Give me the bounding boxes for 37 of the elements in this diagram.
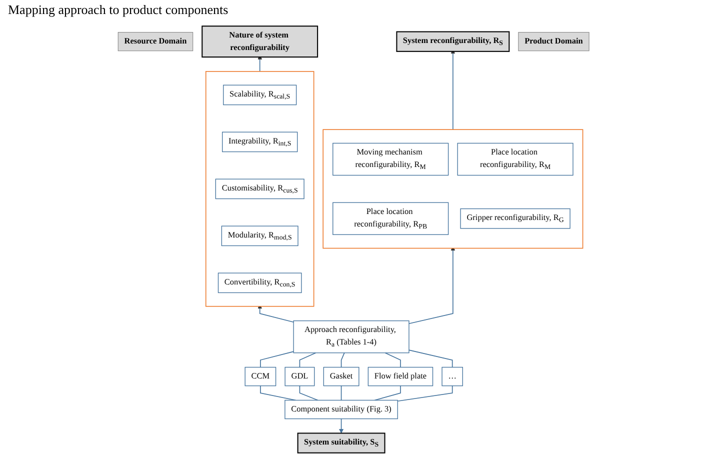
cluster [323,129,584,249]
note-text: Mapping approach to product components [8,2,228,18]
connector [408,350,454,368]
node-box: Gripper reconfigurability, R$_{G}$ [460,208,571,229]
node-box: … [442,366,464,386]
connector [374,385,402,401]
node-box: Flow field plate [368,366,434,386]
connector [341,352,346,368]
node-box: Integrability, R$_{int,S}$ [222,132,298,152]
arrow [339,418,344,434]
node-box: Gasket [324,366,360,386]
cluster [206,71,315,307]
connector [300,352,317,368]
node-box: Place location reconfigurability, R$_{PB}$ [332,202,450,235]
connector [300,385,319,401]
arrow [258,304,294,323]
node-box: Moving mechanism reconfigurability, R$_{M}$ [332,142,450,176]
node-box: Customisability, R$_{cus,S}$ [216,178,305,200]
node-box: Scalability, R$_{scal,S}$ [223,84,298,106]
connector [341,385,342,401]
node-box: Component suitability (Fig. 3) [285,400,398,420]
connector [260,385,297,401]
node-box: Modularity, R$_{mod,S}$ [222,226,299,246]
node-box: Approach reconfigurability, R$_{a}$ (Tables 1-4) [294,320,410,354]
node-box: Convertibility, R$_{con,S}$ [218,272,302,294]
node-box: CCM [245,366,277,386]
connector [385,352,402,368]
node-box: GDL [285,366,316,386]
arrow [408,246,456,324]
connector [398,385,454,402]
node-box: System suitability, S$_{S}$ [298,432,386,454]
node-box: Place location reconfigurability, R$_{M}$ [458,142,574,176]
node-box: Nature of system reconfigurability [202,26,318,58]
node-box: Product Domain [518,32,590,52]
node-box: System reconfigurability, R$_{S}$ [396,31,510,52]
node-box: Resource Domain [118,32,194,52]
connector [260,351,294,368]
